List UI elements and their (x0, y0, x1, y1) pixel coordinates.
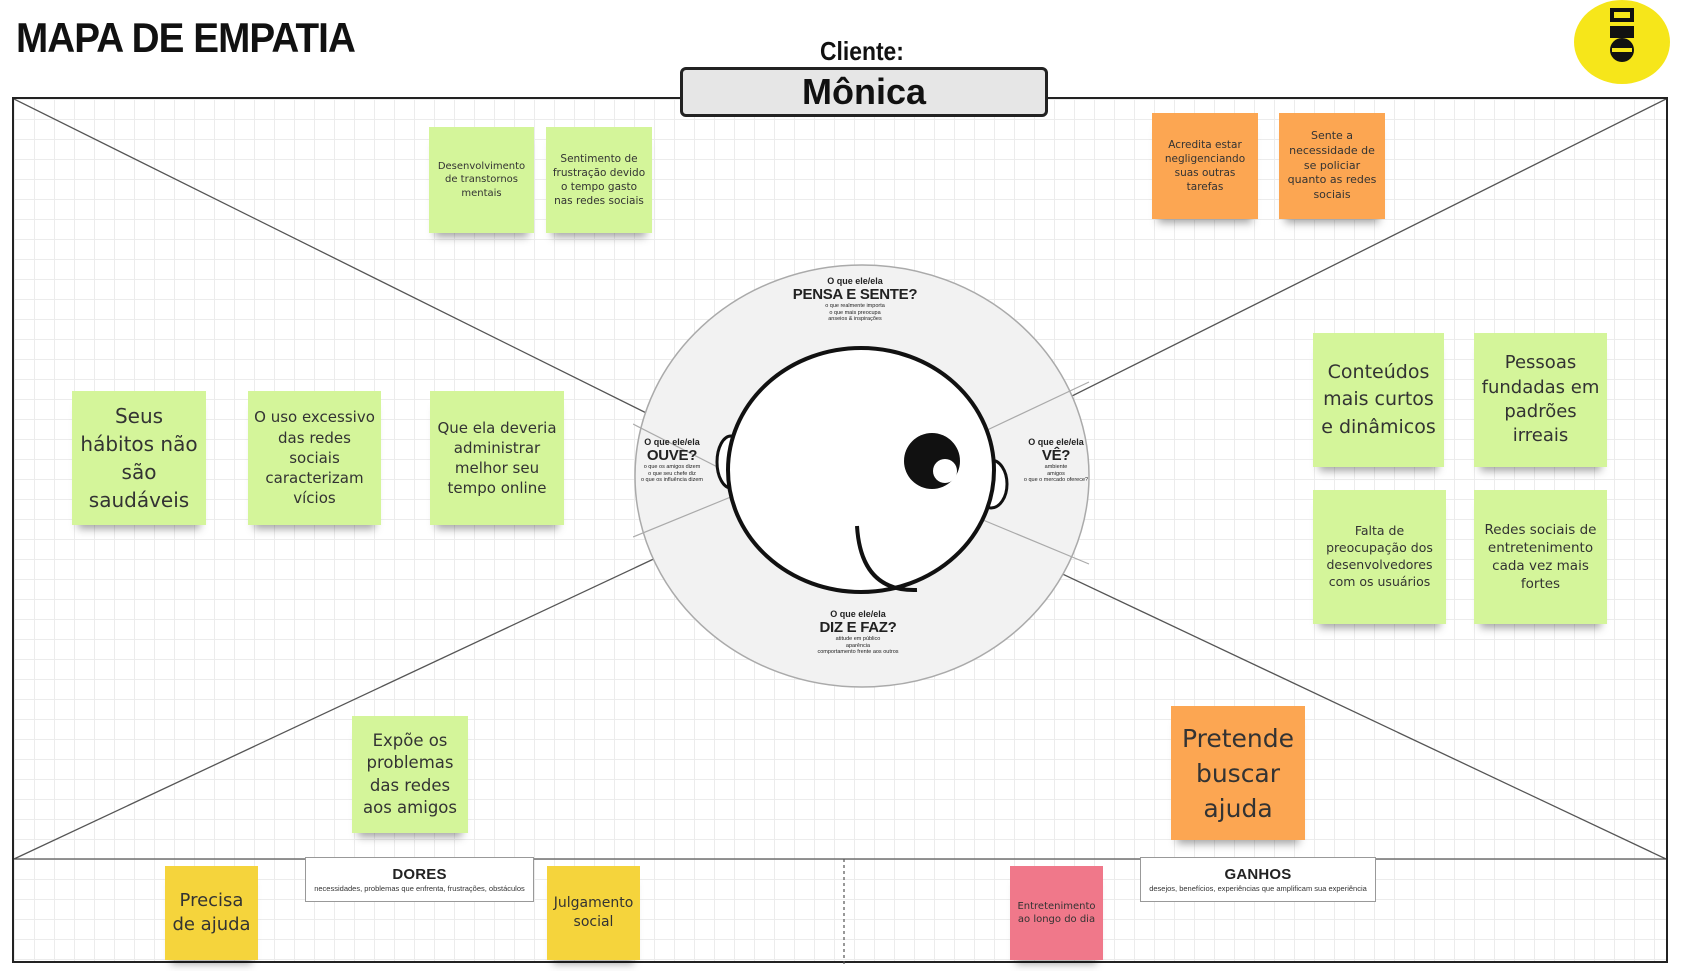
pensa-heading: PENSA E SENTE? (792, 286, 918, 303)
diz-pre: O que ele/ela (830, 609, 886, 619)
academy-logo (1574, 0, 1670, 84)
persona-circle (633, 264, 1090, 688)
quadrant-pensa-label: O que ele/ela PENSA E SENTE? o que realm… (765, 276, 945, 323)
ouve-sub-3: o que os influência dizem (640, 477, 704, 484)
sticky-note[interactable]: Seus hábitos não são saudáveis (72, 391, 206, 525)
dores-subtitle: necessidades, problemas que enfrenta, fr… (314, 884, 525, 893)
sticky-note[interactable]: Que ela deveria administrar melhor seu t… (430, 391, 564, 525)
pensa-pre: O que ele/ela (827, 276, 883, 286)
ve-sub-1: ambiente (1044, 464, 1068, 470)
sticky-note[interactable]: Expõe os problemas das redes aos amigos (352, 716, 468, 833)
ve-sub-3: o que o mercado oferece? (1023, 477, 1089, 484)
ouve-sub-2: o que seu chefe diz (648, 470, 696, 477)
ouve-sub-1: o que os amigos dizem (643, 464, 701, 470)
sticky-note[interactable]: Entretenimento ao longo do dia (1010, 866, 1103, 960)
quadrant-diz-label: O que ele/ela DIZ E FAZ? atitude em públ… (768, 609, 948, 656)
diz-sub-3: comportamento frente aos outros (817, 649, 899, 656)
page-title: MAPA DE EMPATIA (16, 14, 356, 61)
academy-logo-icon (1610, 8, 1634, 62)
diz-sub-1: atitude em público (835, 636, 881, 642)
client-name-box[interactable]: Mônica (680, 67, 1048, 117)
dores-header: DORES necessidades, problemas que enfren… (305, 857, 534, 902)
ve-heading: VÊ? (1041, 447, 1071, 464)
sticky-note[interactable]: Sentimento de frustração devido o tempo … (546, 127, 652, 233)
sticky-note[interactable]: Julgamento social (547, 866, 640, 960)
ganhos-subtitle: desejos, benefícios, experiências que am… (1149, 884, 1367, 893)
sticky-note[interactable]: Acredita estar negligenciando suas outra… (1152, 113, 1258, 219)
sticky-note[interactable]: Desenvolvimento de transtornos mentais (429, 127, 534, 233)
sticky-note[interactable]: Precisa de ajuda (165, 866, 258, 960)
diz-sub-2: aparência (845, 642, 871, 649)
sticky-note[interactable]: Falta de preocupação dos desenvolvedores… (1313, 490, 1446, 624)
sticky-note[interactable]: Pessoas fundadas em padrões irreais (1474, 333, 1607, 467)
diz-heading: DIZ E FAZ? (819, 619, 897, 636)
ganhos-header: GANHOS desejos, benefícios, experiências… (1140, 857, 1376, 902)
ouve-pre: O que ele/ela (644, 437, 700, 447)
client-label: Cliente: (820, 36, 904, 66)
sticky-note[interactable]: Conteúdos mais curtos e dinâmicos (1313, 333, 1444, 467)
ouve-heading: OUVE? (646, 447, 698, 464)
ve-pre: O que ele/ela (1028, 437, 1084, 447)
quadrant-ve-label: O que ele/ela VÊ? ambiente amigos o que … (1016, 437, 1096, 484)
pensa-sub-2: o que mais preocupa (829, 309, 881, 316)
pensa-sub-3: anseios & inspirações (828, 316, 882, 323)
ganhos-heading: GANHOS (1224, 866, 1292, 883)
pensa-sub-1: o que realmente importa (825, 303, 885, 309)
sticky-note[interactable]: Sente a necessidade de se policiar quant… (1279, 113, 1385, 219)
sticky-note[interactable]: Redes sociais de entretenimento cada vez… (1474, 490, 1607, 624)
sticky-note[interactable]: O uso excessivo das redes sociais caract… (248, 391, 381, 525)
ve-sub-2: amigos (1047, 470, 1065, 477)
dores-heading: DORES (392, 866, 447, 883)
quadrant-ouve-label: O que ele/ela OUVE? o que os amigos dize… (630, 437, 714, 484)
sticky-note[interactable]: Pretende buscar ajuda (1171, 706, 1305, 840)
